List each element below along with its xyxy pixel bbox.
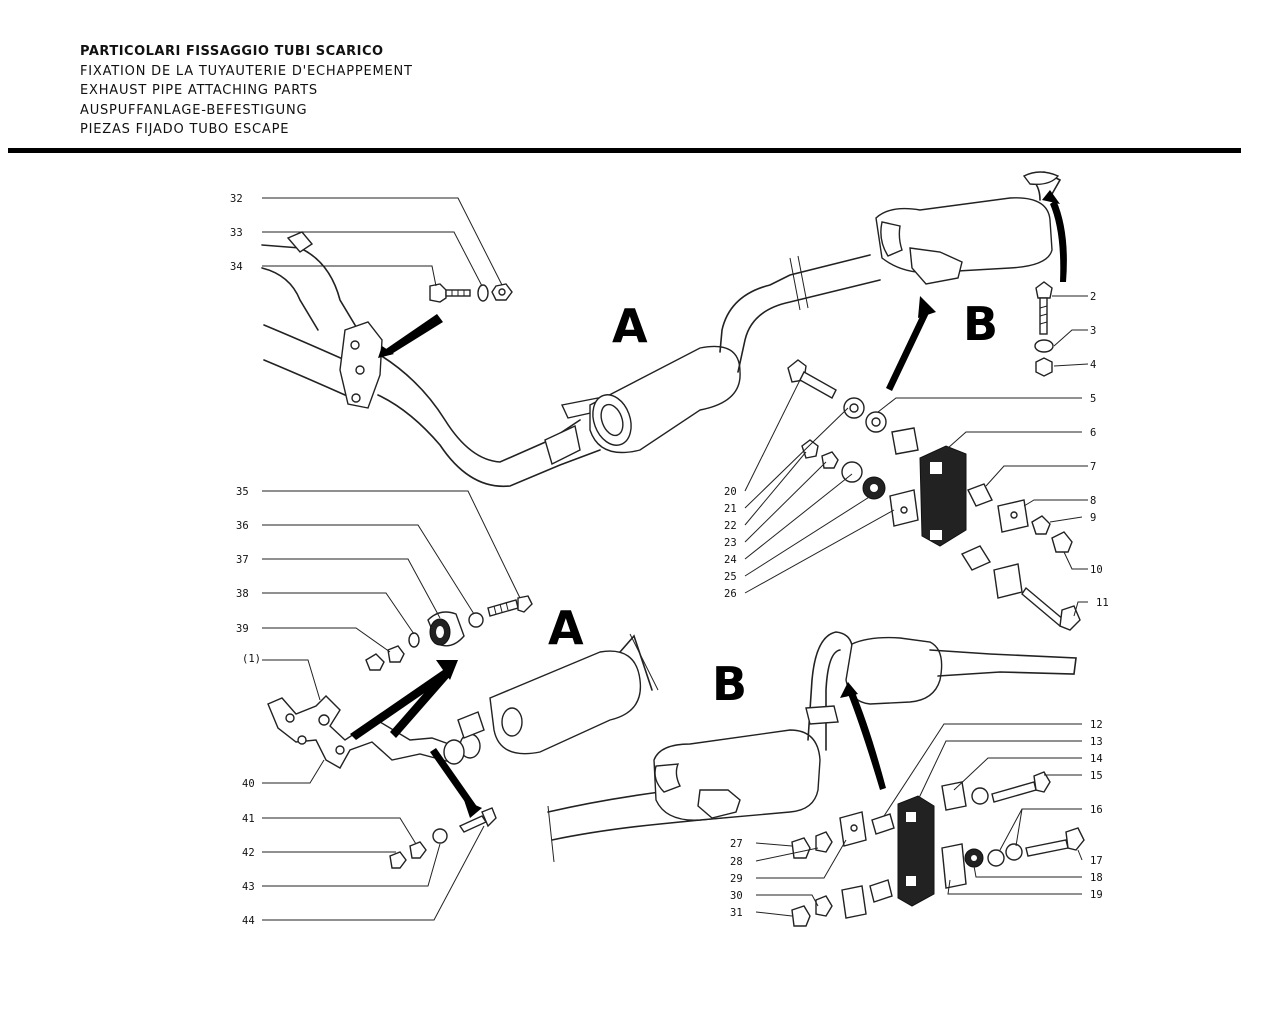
callout-6: 6	[1090, 427, 1096, 439]
section-label-a-bottom: A	[548, 601, 584, 655]
section-label-b-top: B	[963, 297, 998, 351]
callout-42: 42	[242, 847, 255, 859]
callout-11: 11	[1096, 597, 1109, 609]
callout-41: 41	[242, 813, 255, 825]
callout-25: 25	[724, 571, 737, 583]
arrow-icon	[918, 296, 936, 318]
title-french: FIXATION DE LA TUYAUTERIE D'ECHAPPEMENT	[80, 63, 413, 79]
callout-32: 32	[230, 193, 243, 205]
callout-16: 16	[1090, 804, 1103, 816]
callout-22: 22	[724, 520, 737, 532]
hanger-parts-b-top	[787, 281, 1081, 631]
arrow-icon	[390, 668, 452, 738]
parts-group-32-34	[429, 283, 513, 303]
callout-23: 23	[724, 537, 737, 549]
callout-8: 8	[1090, 495, 1096, 507]
callout-2: 2	[1090, 291, 1096, 303]
callout-10: 10	[1090, 564, 1103, 576]
callout-12: 12	[1090, 719, 1103, 731]
callout-7: 7	[1090, 461, 1096, 473]
arrow-icon	[378, 346, 394, 358]
leader-lines	[262, 197, 1089, 921]
callout-18: 18	[1090, 872, 1103, 884]
callout-44: 44	[242, 915, 255, 927]
header-rule	[8, 148, 1241, 153]
callout-20: 20	[724, 486, 737, 498]
bottom-right-assembly	[547, 631, 1085, 927]
title-german: AUSPUFFANLAGE-BEFESTIGUNG	[80, 102, 308, 118]
callout-numbers: (1) 2 3 4 5 6 7 8 9 10 11 12 13 14 15 16…	[230, 193, 1109, 927]
callout-30: 30	[730, 890, 743, 902]
callout-26: 26	[724, 588, 737, 600]
callout-35: 35	[236, 486, 249, 498]
title-italian: PARTICOLARI FISSAGGIO TUBI SCARICO	[80, 44, 384, 59]
section-label-b-bottom: B	[712, 657, 747, 711]
arrow-icon	[464, 800, 482, 818]
callout-38: 38	[236, 588, 249, 600]
arrow-icon	[386, 314, 443, 355]
callout-43: 43	[242, 881, 255, 893]
arrow-icon	[430, 748, 478, 812]
callout-5: 5	[1090, 393, 1096, 405]
title-block: PARTICOLARI FISSAGGIO TUBI SCARICO FIXAT…	[80, 42, 413, 140]
callout-28: 28	[730, 856, 743, 868]
callout-39: 39	[236, 623, 249, 635]
callout-34: 34	[230, 261, 243, 273]
callout-31: 31	[730, 907, 743, 919]
arrow-icon	[886, 308, 930, 391]
callout-27: 27	[730, 838, 743, 850]
title-spanish: PIEZAS FIJADO TUBO ESCAPE	[80, 122, 290, 137]
title-english: EXHAUST PIPE ATTACHING PARTS	[80, 83, 318, 98]
callout-9: 9	[1090, 512, 1096, 524]
callout-37: 37	[236, 554, 249, 566]
arrow-icon	[1050, 200, 1067, 282]
arrow-icon	[436, 660, 458, 680]
callout-1: (1)	[242, 653, 261, 665]
callout-33: 33	[230, 227, 243, 239]
top-exhaust-assembly	[261, 171, 1062, 488]
arrow-icon	[848, 690, 886, 790]
callout-13: 13	[1090, 736, 1103, 748]
callout-14: 14	[1090, 753, 1103, 765]
callout-15: 15	[1090, 770, 1103, 782]
callout-17: 17	[1090, 855, 1103, 867]
callout-29: 29	[730, 873, 743, 885]
bottom-left-assembly	[267, 595, 659, 869]
callout-4: 4	[1090, 359, 1096, 371]
arrow-icon	[350, 668, 452, 740]
callout-24: 24	[724, 554, 737, 566]
callout-36: 36	[236, 520, 249, 532]
callout-40: 40	[242, 778, 255, 790]
callout-21: 21	[724, 503, 737, 515]
arrow-icon	[840, 682, 858, 698]
callout-19: 19	[1090, 889, 1103, 901]
callout-3: 3	[1090, 325, 1096, 337]
section-label-a-top: A	[612, 299, 648, 353]
arrow-icon	[1042, 190, 1060, 204]
